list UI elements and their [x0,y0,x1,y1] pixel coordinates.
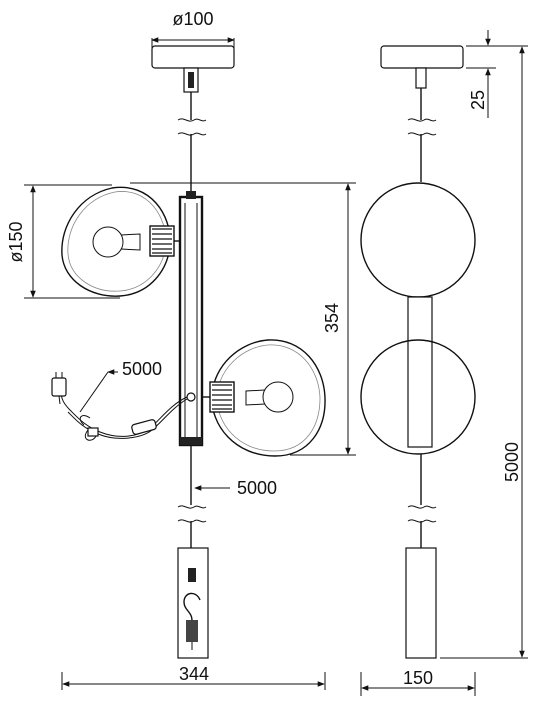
side-canopy [380,45,464,69]
side-width-label: 150 [403,668,433,688]
total-height-dimension: 5000 [440,45,528,659]
side-width-dimension: 150 [360,668,476,696]
side-upper-globe [360,182,476,298]
front-view: ø100 [6,9,356,690]
total-height-label: 5000 [502,442,522,482]
side-lower-cable-break-icon [407,505,437,523]
side-rod [407,296,433,448]
canopy-hardware [183,67,199,120]
front-canopy [151,45,235,69]
shade-diameter-label: ø150 [6,221,26,262]
side-upper-cable-break-icon [407,118,437,136]
drop-cord-length-label: 5000 [237,478,277,498]
front-rod-body [178,191,204,447]
drop-cord-leader: 5000 [194,478,277,498]
shade-diameter-dimension: ø150 [6,184,120,299]
body-height-label: 354 [322,303,342,333]
lower-cable-break-icon [177,505,207,523]
canopy-height-dimension: 25 [466,30,496,118]
bottom-cylinder [177,547,209,659]
cord-length-leader: 5000 [79,359,162,413]
cord-length-label: 5000 [122,359,162,379]
side-view: 25 5000 150 [360,30,528,696]
total-width-label: 344 [179,664,209,684]
side-lower-globe [360,339,476,455]
upper-cable-break-icon [177,118,207,136]
power-cord-with-plug [51,372,188,441]
body-height-dimension: 354 [130,182,356,456]
side-bottom-cylinder [405,547,437,659]
canopy-diameter-label: ø100 [172,9,213,29]
canopy-diameter-dimension: ø100 [151,9,235,50]
left-glass-shade [61,186,180,297]
canopy-height-label: 25 [468,90,488,110]
right-glass-shade [202,339,326,457]
total-width-dimension: 344 [61,664,326,690]
